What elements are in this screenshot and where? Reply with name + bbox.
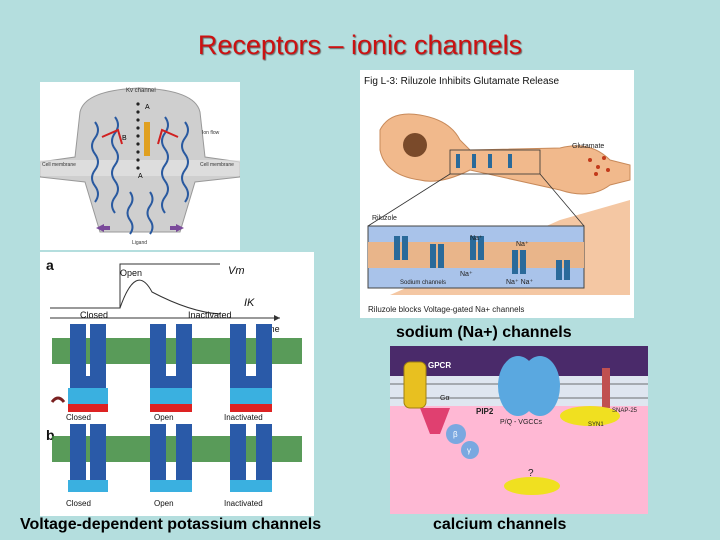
slide-title: Receptors – ionic channels <box>197 30 523 60</box>
syn-label: SYN1 <box>588 422 604 428</box>
na-label-3: Na⁺ <box>460 271 473 278</box>
na-label-4: Na⁺ Na⁺ <box>506 279 534 286</box>
receptor-label-b: B <box>122 135 127 142</box>
k-closed-label: Closed <box>80 310 108 320</box>
receptor-label-a1: A <box>145 104 150 111</box>
calcium-figure-image: GPCR Gα PIP2 β γ P/Q - VGCCs SNAP-25 SYN… <box>390 346 648 514</box>
na-label-1: Na⁺ <box>470 235 483 242</box>
k-open-label: Open <box>120 268 142 278</box>
receptor-label-a2: A <box>138 173 143 180</box>
k-inactivated-label: Inactivated <box>188 310 232 320</box>
receptor-top-label: Kv channel <box>126 88 156 94</box>
k-vm-label: Vm <box>228 265 245 277</box>
k-label-a: a <box>46 257 54 273</box>
receptor-right-label: Cell membrane <box>200 162 234 168</box>
receptor-left-label: Cell membrane <box>42 162 76 168</box>
sodium-channels-label: Sodium channels <box>400 280 446 286</box>
riluzole-label: Riluzole <box>372 215 397 222</box>
k-ik-label: IK <box>244 297 255 309</box>
k-state-open-b: Open <box>154 499 174 508</box>
k-state-closed-a: Closed <box>66 413 91 422</box>
sodium-caption: sodium (Na+) channels <box>396 324 572 341</box>
k-state-inactivated-b: Inactivated <box>224 499 263 508</box>
k-label-b: b <box>46 427 55 443</box>
gamma-label: γ <box>467 446 471 455</box>
receptor-bottom-label: Ligand <box>132 240 147 246</box>
beta-label: β <box>453 430 458 439</box>
na-label-2: Na⁺ <box>516 241 529 248</box>
question-label: ? <box>528 468 534 479</box>
k-state-closed-b: Closed <box>66 499 91 508</box>
pip2-label: PIP2 <box>476 407 494 416</box>
riluzole-figure-image: Fig L-3: Riluzole Inhibits Glutamate Rel… <box>360 70 634 318</box>
receptor-side-label: Ion flow <box>202 130 220 136</box>
k-state-inactivated-a: Inactivated <box>224 413 263 422</box>
vgcc-label: P/Q - VGCCs <box>500 419 543 426</box>
potassium-figure-image: a b Open Closed Inactivated Vm IK Time C… <box>40 252 314 516</box>
snap-label: SNAP-25 <box>612 408 638 414</box>
calcium-caption: calcium channels <box>433 516 567 533</box>
receptor-diagram-image: Kv channel A B A Cell membrane Cell memb… <box>40 82 240 250</box>
riluzole-figure-title: Fig L-3: Riluzole Inhibits Glutamate Rel… <box>364 76 560 87</box>
potassium-caption: Voltage-dependent potassium channels <box>20 516 322 533</box>
gpcr-label: GPCR <box>428 361 451 370</box>
galpha-label: Gα <box>440 395 450 402</box>
glutamate-label: Glutamate <box>572 143 604 150</box>
k-state-open-a: Open <box>154 413 174 422</box>
riluzole-figure-footer: Riluzole blocks Voltage-gated Na+ channe… <box>368 305 524 314</box>
